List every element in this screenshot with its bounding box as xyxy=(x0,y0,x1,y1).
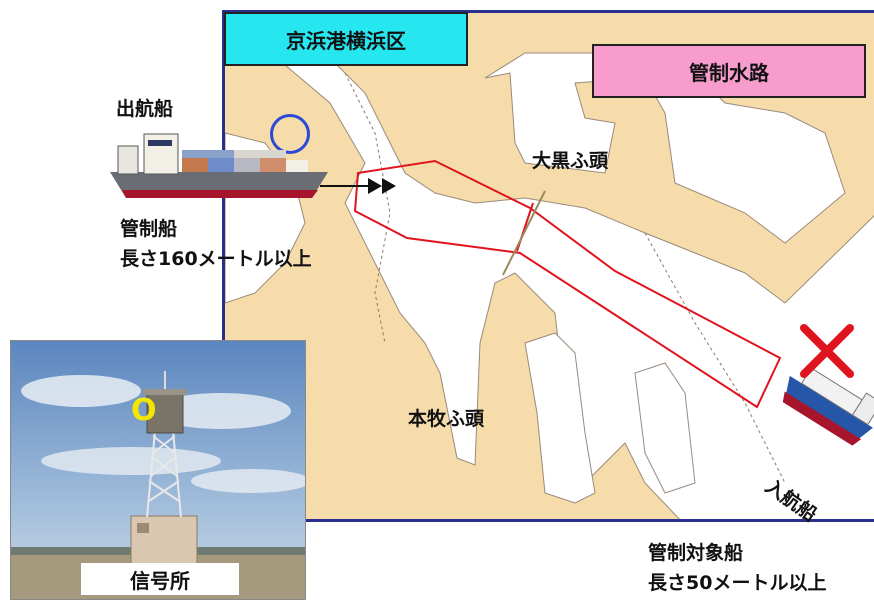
inbound-ship-icon xyxy=(782,367,874,446)
signal-circle-icon xyxy=(270,114,310,154)
signal-light-letter: O xyxy=(131,393,157,428)
pier-label-daikoku: 大黒ふ頭 xyxy=(532,150,609,172)
photo-caption-box: 信号所 xyxy=(81,563,239,595)
channel-label-box: 管制水路 xyxy=(592,44,866,98)
outbound-title: 出航船 xyxy=(116,98,174,120)
signal-tower-image xyxy=(11,341,305,599)
outbound-controlled-label: 管制船 xyxy=(120,218,178,240)
area-label-box: 京浜港横浜区 xyxy=(224,12,468,66)
south-slip-2 xyxy=(634,362,696,494)
outbound-length-condition: 長さ160メートル以上 xyxy=(120,248,312,270)
no-entry-cross-icon xyxy=(800,324,854,378)
bridge-line xyxy=(502,190,546,276)
controlled-channel-outline xyxy=(353,159,782,409)
photo-caption: 信号所 xyxy=(130,568,190,593)
signal-station-photo: O 信号所 xyxy=(10,340,306,600)
south-slip-1 xyxy=(524,332,596,504)
channel-label: 管制水路 xyxy=(689,60,769,85)
area-label: 京浜港横浜区 xyxy=(286,28,406,53)
pier-label-honmoku: 本牧ふ頭 xyxy=(408,408,485,430)
harbor-water xyxy=(225,32,874,519)
outbound-ship-icon xyxy=(110,133,328,198)
outbound-arrow-icon xyxy=(320,178,396,194)
target-label: 管制対象船 xyxy=(648,542,744,564)
target-length-condition: 長さ50メートル以上 xyxy=(648,572,827,594)
